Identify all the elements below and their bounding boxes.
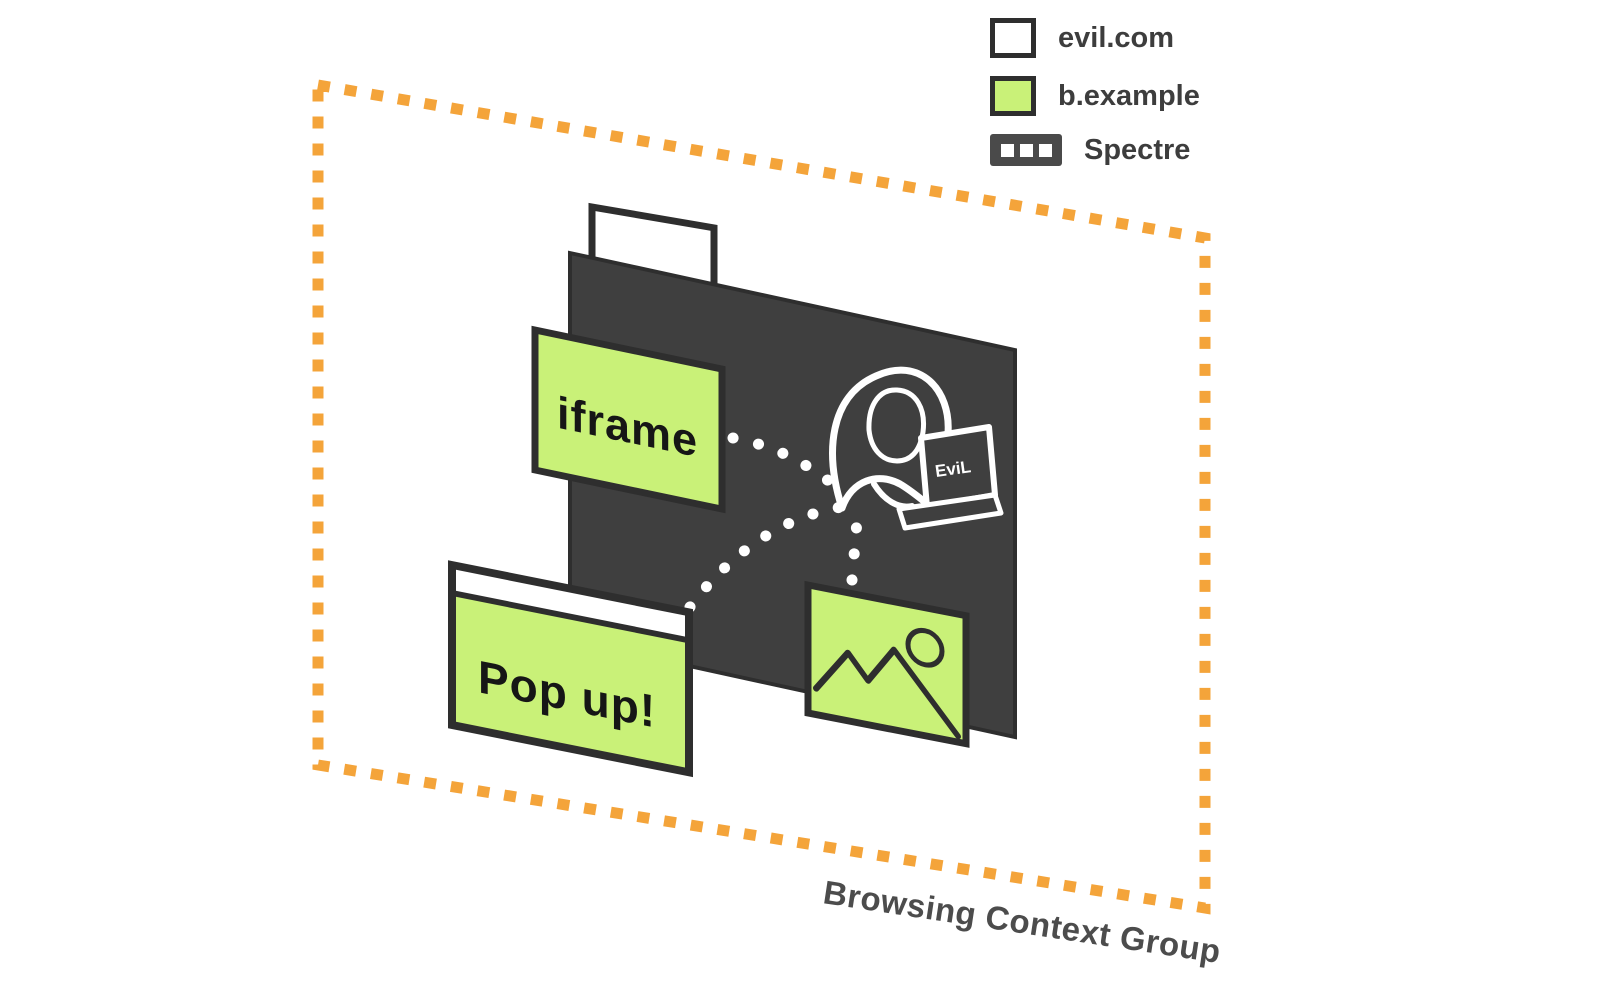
popup-body [452, 593, 689, 773]
b-example-swatch [990, 76, 1036, 116]
legend-item-bexample: b.example [990, 76, 1200, 116]
legend-item-evil: evil.com [990, 18, 1200, 58]
iframe-window: iframe [531, 325, 726, 514]
popup-window: Pop up! [448, 560, 693, 778]
legend-item-spectre: Spectre [990, 134, 1200, 166]
popup-titlebar [452, 565, 689, 641]
legend-label-bexample: b.example [1058, 79, 1200, 112]
legend-label-spectre: Spectre [1084, 133, 1191, 166]
browsing-context-group-label: Browsing Context Group [821, 873, 1224, 970]
spectre-dot-icon [1038, 143, 1052, 157]
spectre-dotted-connections [684, 432, 864, 613]
popup-frame [448, 560, 693, 778]
attacker-shoulder-icon [838, 475, 934, 512]
laptop-label: EviL [934, 457, 972, 481]
dotted-link-popup [684, 501, 848, 613]
laptop-base-icon [896, 492, 1004, 531]
popup-titlebar-divider [452, 590, 689, 644]
spectre-dot-icon [1019, 143, 1033, 157]
browsing-context-group-border [312, 78, 1211, 915]
spectre-dot-icon [1000, 143, 1014, 157]
evil-com-swatch [990, 18, 1036, 58]
mountain-icon [813, 646, 961, 740]
iframe-frame [531, 325, 726, 514]
attacker-icon: EviL [829, 366, 1004, 531]
sun-icon [905, 627, 945, 668]
image-resource-window [804, 580, 970, 748]
legend: evil.com b.example Spectre [990, 18, 1200, 166]
image-resource-frame [804, 580, 970, 748]
attacker-face-icon [866, 387, 927, 464]
legend-label-evil: evil.com [1058, 21, 1175, 54]
spectre-swatch [990, 134, 1062, 166]
